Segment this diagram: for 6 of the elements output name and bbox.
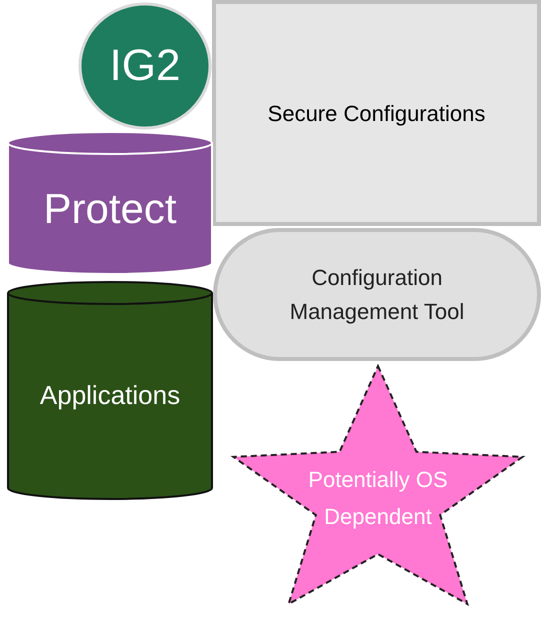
node-label: Secure Configurations: [268, 100, 486, 128]
node-label: Applications: [40, 379, 180, 412]
node-label: Potentially OS Dependent: [308, 466, 448, 531]
node-label: IG2: [110, 40, 180, 92]
node-label: Protect: [43, 184, 177, 234]
node-label: Configuration Management Tool: [288, 264, 466, 326]
